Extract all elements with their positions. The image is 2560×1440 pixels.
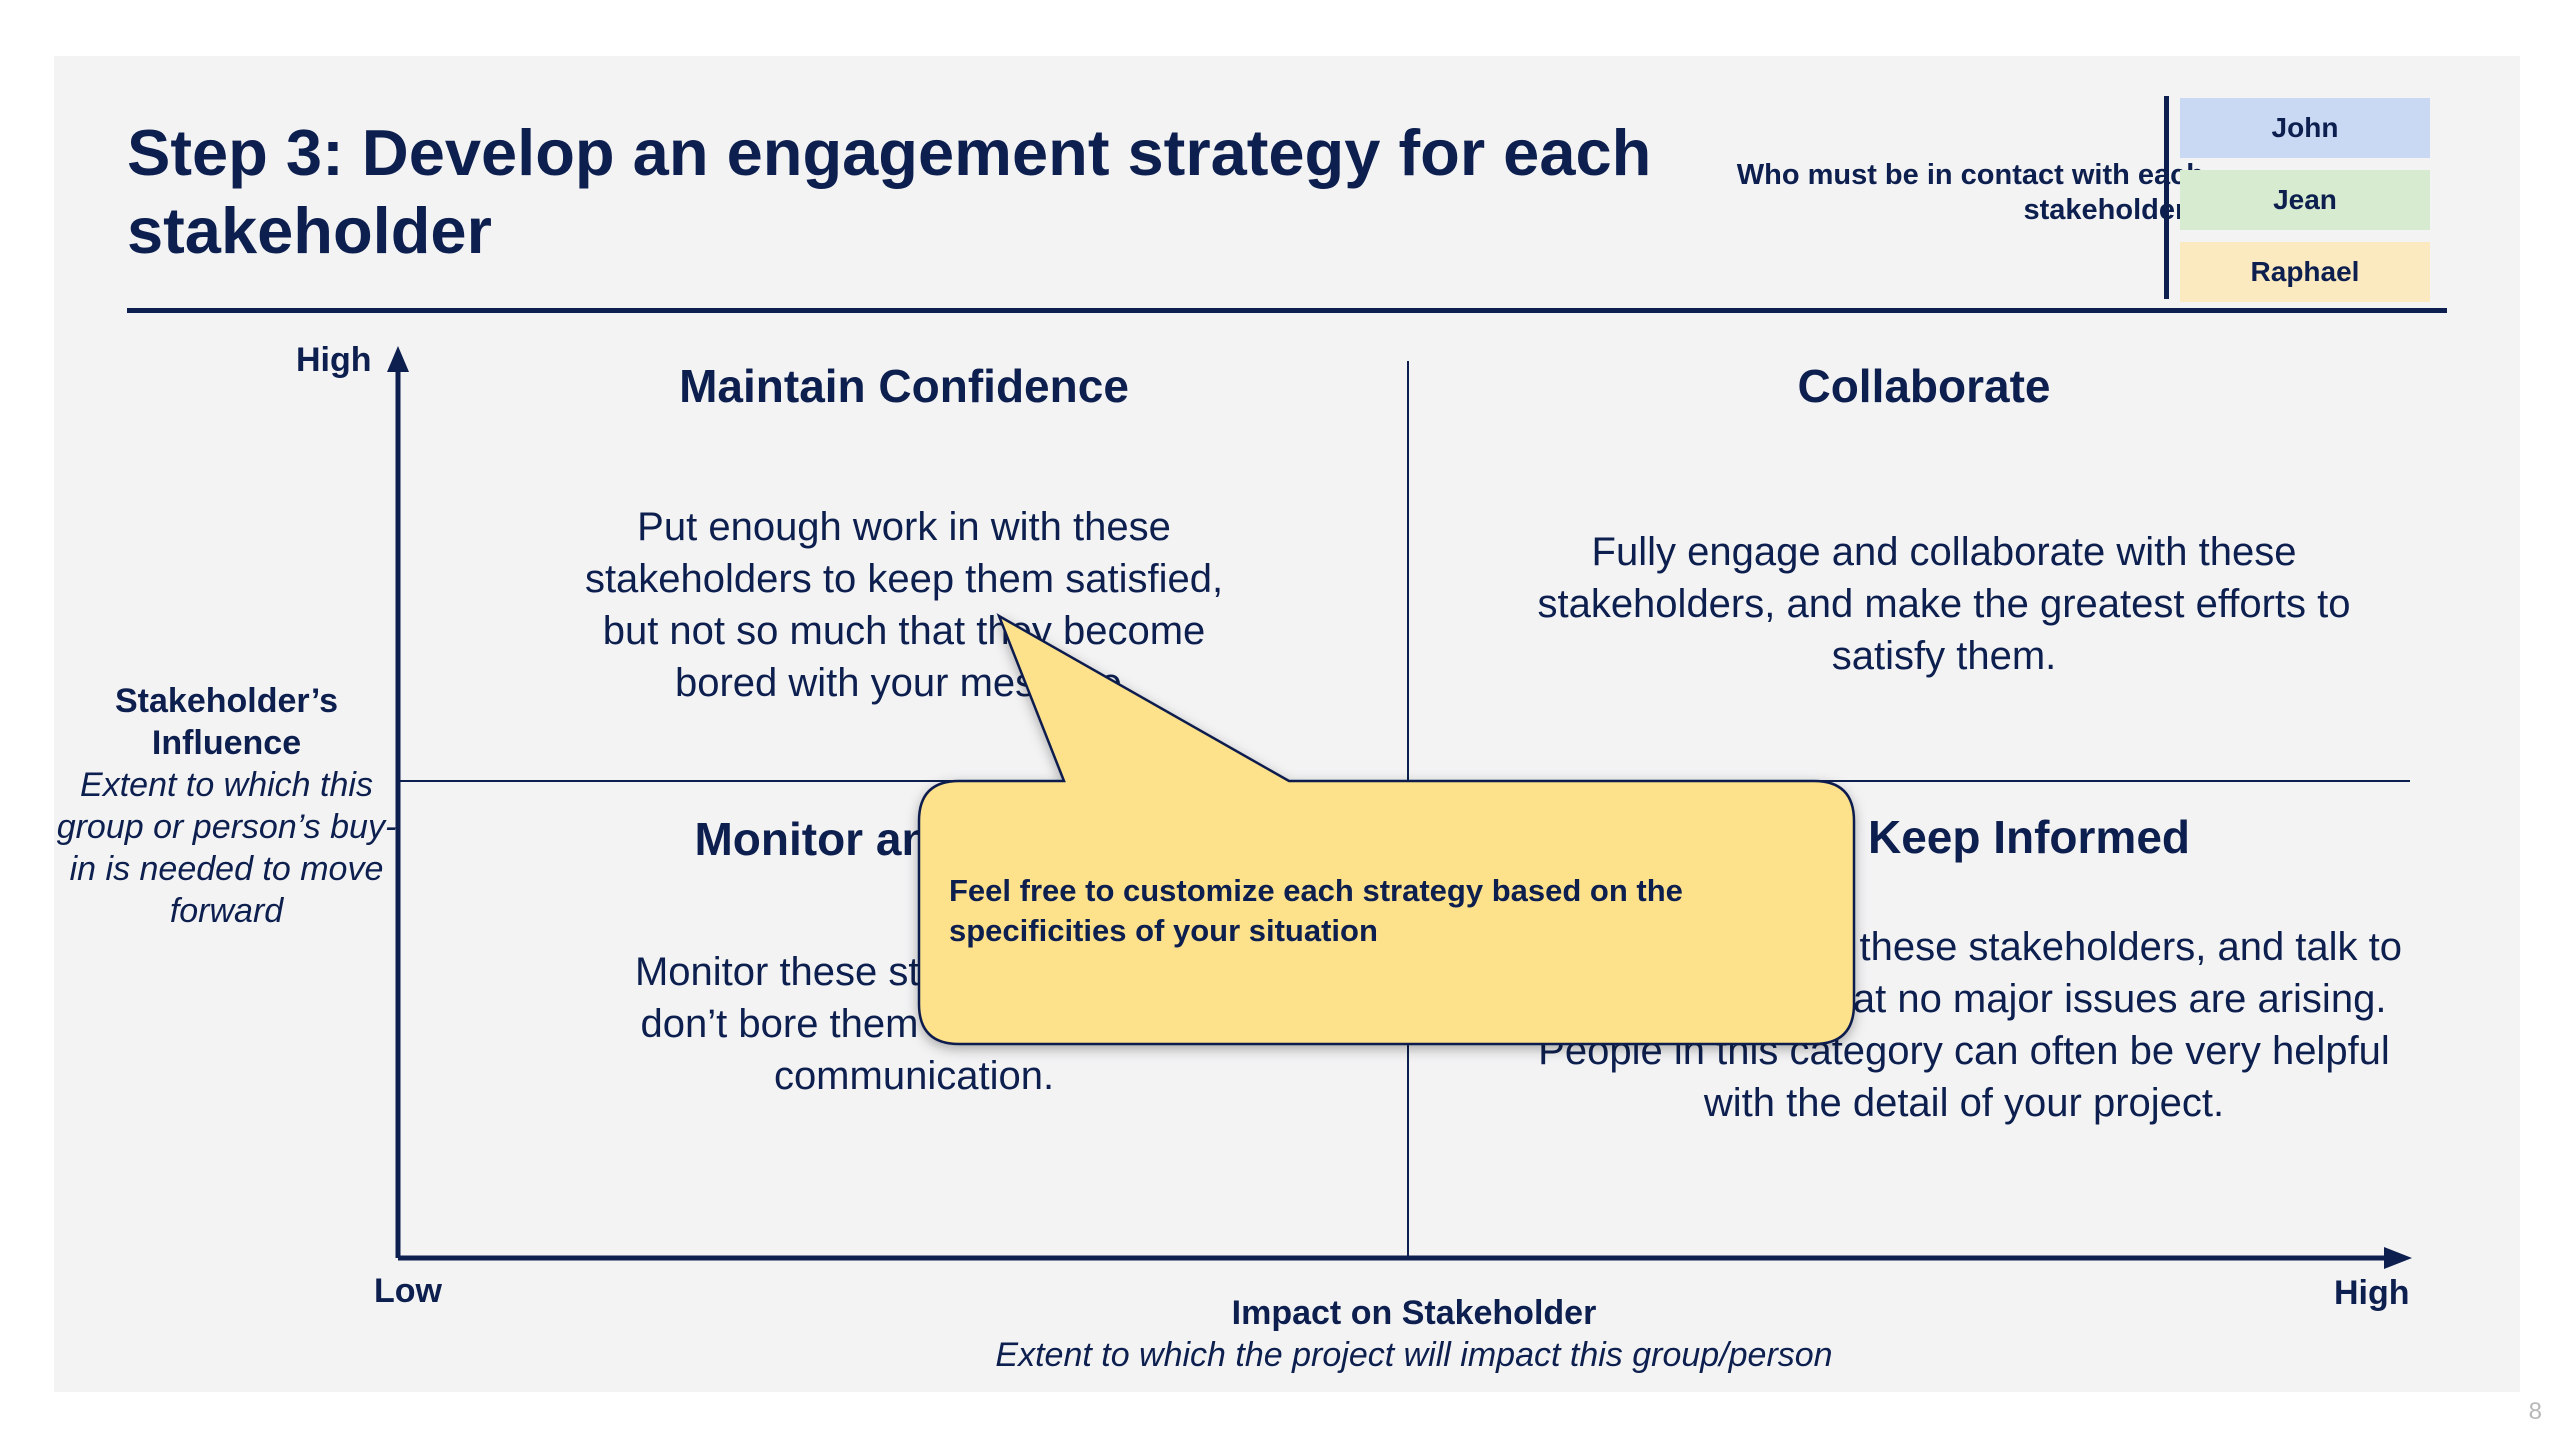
y-axis-title-text: Stakeholder’s Influence [115, 682, 338, 762]
x-axis-title-text: Impact on Stakeholder [1231, 1294, 1597, 1332]
quadrant-maintain-confidence-title: Maintain Confidence [679, 360, 1129, 412]
callout-text: Feel free to customize each strategy bas… [949, 873, 1683, 948]
contact-person-jean: Jean [2180, 170, 2430, 230]
quadrant-keep-informed-title: Keep Informed [1867, 811, 2191, 863]
x-axis-subtitle: Extent to which the project will impact … [995, 1336, 1833, 1374]
quadrant-collaborate-title: Collaborate [1797, 360, 2051, 412]
y-axis-subtitle: Extent to which this group or person’s b… [56, 766, 397, 930]
x-axis-title: Impact on Stakeholder Extent to which th… [814, 1292, 2014, 1376]
y-axis-arrowhead [387, 346, 409, 372]
quadrant-collaborate-body: Fully engage and collaborate with these … [1537, 530, 2351, 678]
x-axis-low-label: Low [374, 1272, 442, 1310]
slide: Step 3: Develop an engagement strategy f… [54, 56, 2520, 1392]
x-axis-arrowhead [2384, 1247, 2412, 1269]
y-axis-title: Stakeholder’s Influence Extent to which … [54, 680, 399, 932]
title-divider [127, 308, 2447, 313]
page-number: 8 [2528, 1398, 2542, 1425]
y-axis-high-label: High [296, 341, 372, 379]
contact-person-raphael: Raphael [2180, 242, 2430, 302]
callout-shape [917, 613, 1856, 1046]
contact-person-john: John [2180, 98, 2430, 158]
callout-bubble [917, 613, 1856, 1046]
slide-title: Step 3: Develop an engagement strategy f… [127, 116, 1652, 267]
contact-divider [2164, 96, 2169, 299]
contact-question: Who must be in contact with each stakeho… [1736, 159, 2204, 226]
x-axis-high-label: High [2334, 1274, 2410, 1312]
